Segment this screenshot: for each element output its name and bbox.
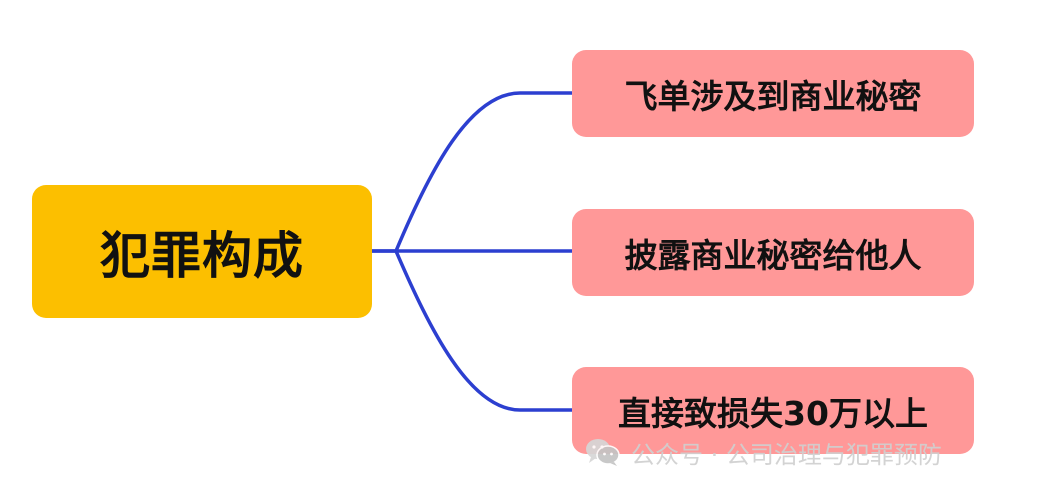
watermark: 公众号 · 公司治理与犯罪预防 [585, 432, 942, 472]
child-node-3: 直接致损失30万以上 [572, 367, 974, 454]
root-node: 犯罪构成 [32, 185, 372, 318]
child-node-1: 飞单涉及到商业秘密 [572, 50, 974, 137]
wechat-icon [586, 439, 620, 466]
child-label-1: 飞单涉及到商业秘密 [624, 76, 922, 116]
connector-line-1 [372, 91, 572, 253]
root-label: 犯罪构成 [100, 226, 304, 285]
child-label-3: 直接致损失30万以上 [618, 393, 928, 433]
watermark-text: 公众号 · 公司治理与犯罪预防 [631, 440, 942, 469]
child-label-2: 披露商业秘密给他人 [624, 235, 922, 275]
child-node-2: 披露商业秘密给他人 [572, 209, 974, 296]
connector-line-3 [394, 250, 572, 412]
